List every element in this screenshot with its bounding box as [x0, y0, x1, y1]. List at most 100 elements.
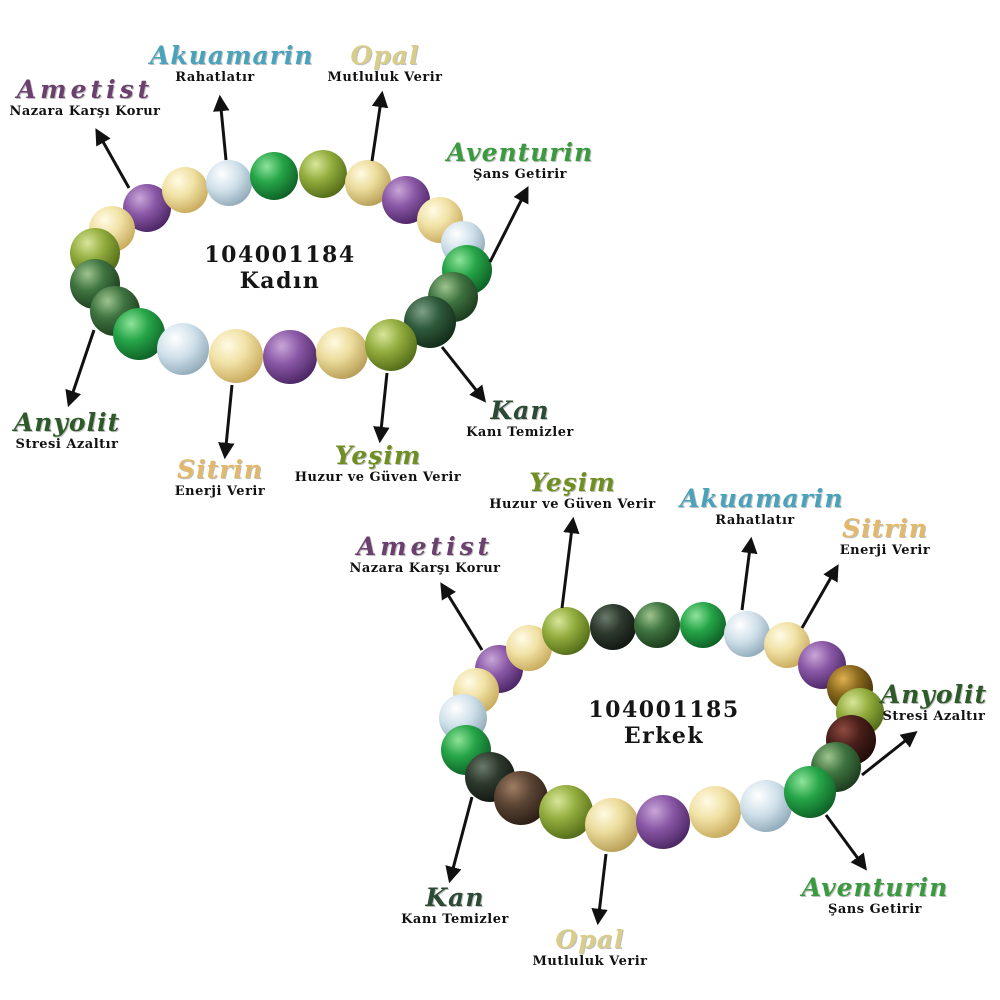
stone-name: Akuamarin	[150, 41, 314, 70]
bead	[250, 152, 298, 200]
stone-name: Aventurin	[801, 873, 949, 902]
stone-name: Sitrin	[842, 514, 928, 543]
bead	[206, 160, 252, 206]
arrow	[95, 128, 131, 189]
stone-name: Opal	[350, 41, 420, 70]
bead	[764, 622, 810, 668]
arrow	[445, 796, 474, 884]
bead	[506, 625, 552, 671]
stone-name: Aventurin	[446, 138, 594, 167]
bead	[123, 184, 171, 232]
product-code: 104001184	[204, 242, 356, 268]
bead	[263, 330, 317, 384]
bead	[539, 785, 593, 839]
stone-meaning: Kanı Temizler	[401, 912, 509, 927]
stone-meaning: Mutluluk Verir	[327, 70, 443, 85]
bead	[784, 766, 836, 818]
label-aventurin-men: Aventurin Şans Getirir	[800, 874, 950, 918]
stone-meaning: Nazara Karşı Korur	[349, 561, 501, 576]
stone-meaning: Huzur ve Güven Verir	[294, 470, 462, 485]
label-akuamarin-women: Akuamarin Rahatlatır	[150, 41, 314, 86]
arrow	[373, 372, 390, 444]
stone-meaning: Stresi Azaltır	[882, 709, 986, 724]
arrow	[440, 346, 487, 403]
arrow	[560, 516, 580, 609]
product-code: 104001185	[588, 697, 740, 723]
arrow	[591, 853, 608, 926]
stone-name: Anyolit	[880, 680, 988, 709]
bead	[404, 296, 456, 348]
stone-name: Ametist	[356, 532, 494, 561]
stone-name: Kan	[490, 396, 550, 425]
stone-name: Sitrin	[177, 455, 263, 484]
stone-name: Yeşim	[529, 468, 616, 497]
bead	[494, 771, 548, 825]
label-akuamarin-men: Akuamarin Rahatlatır	[680, 484, 844, 529]
label-anyolit-women: Anyolit Stresi Azaltır	[0, 409, 134, 453]
stone-name: Anyolit	[13, 408, 121, 437]
stone-meaning: Enerji Verir	[839, 543, 931, 558]
label-opal-women: Opal Mutluluk Verir	[310, 42, 460, 86]
stone-name: Kan	[425, 883, 485, 912]
bead	[680, 602, 726, 648]
label-opal-men: Opal Mutluluk Verir	[515, 926, 665, 970]
arrow	[440, 582, 484, 651]
stone-meaning: Rahatlatır	[715, 513, 795, 528]
bead	[636, 795, 690, 849]
arrow	[370, 90, 389, 162]
stone-name: Akuamarin	[680, 484, 844, 513]
bead	[634, 602, 680, 648]
bead	[316, 327, 368, 379]
arrows-women	[65, 90, 529, 460]
stone-meaning: Nazara Karşı Korur	[9, 104, 161, 119]
arrow	[65, 329, 96, 408]
bead	[585, 798, 639, 852]
arrow	[218, 384, 235, 460]
gender-label: Kadın	[239, 268, 321, 294]
arrow	[800, 564, 839, 629]
stone-meaning: Kanı Temizler	[466, 425, 574, 440]
label-ametist-women: Ametist Nazara Karşı Korur	[0, 76, 170, 120]
bead	[689, 786, 741, 838]
bracelet-men	[439, 602, 884, 852]
stone-meaning: Huzur ve Güven Verir	[489, 497, 656, 512]
product-code-men: 104001185 Erkek	[564, 697, 764, 749]
bead	[209, 329, 263, 383]
bead	[542, 607, 590, 655]
label-yesim-men: Yeşim Huzur ve Güven Verir	[480, 469, 665, 513]
stone-meaning: Şans Getirir	[472, 167, 568, 182]
bead	[157, 323, 209, 375]
bead	[365, 319, 417, 371]
arrow	[213, 94, 230, 161]
stone-meaning: Mutluluk Verir	[532, 954, 648, 969]
product-code-women: 104001184 Kadın	[180, 242, 380, 294]
label-yesim-women: Yeşim Huzur ve Güven Verir	[288, 442, 468, 486]
stone-name: Yeşim	[334, 441, 422, 470]
label-anyolit-men: Anyolit Stresi Azaltır	[868, 681, 1000, 725]
stone-name: Opal	[555, 925, 625, 954]
bead	[590, 604, 636, 650]
label-aventurin-women: Aventurin Şans Getirir	[445, 139, 595, 183]
stone-meaning: Şans Getirir	[827, 902, 923, 917]
arrows-men	[440, 516, 918, 926]
bead	[382, 176, 430, 224]
arrow	[488, 186, 529, 263]
label-ametist-men: Ametist Nazara Karşı Korur	[340, 533, 510, 577]
arrow	[824, 814, 867, 871]
arrow	[861, 730, 918, 777]
label-sitrin-men: Sitrin Enerji Verir	[825, 515, 945, 559]
label-sitrin-women: Sitrin Enerji Verir	[160, 456, 280, 500]
bead	[113, 308, 165, 360]
stone-name: Ametist	[16, 75, 154, 104]
bead	[740, 780, 792, 832]
arrow	[740, 536, 758, 611]
bead	[345, 160, 391, 206]
bead	[724, 611, 770, 657]
bracelet-women	[70, 150, 492, 384]
gender-label: Erkek	[623, 723, 705, 749]
stone-meaning: Stresi Azaltır	[15, 437, 119, 452]
stone-meaning: Rahatlatır	[175, 70, 255, 85]
bead	[162, 167, 208, 213]
stone-meaning: Enerji Verir	[174, 484, 266, 499]
